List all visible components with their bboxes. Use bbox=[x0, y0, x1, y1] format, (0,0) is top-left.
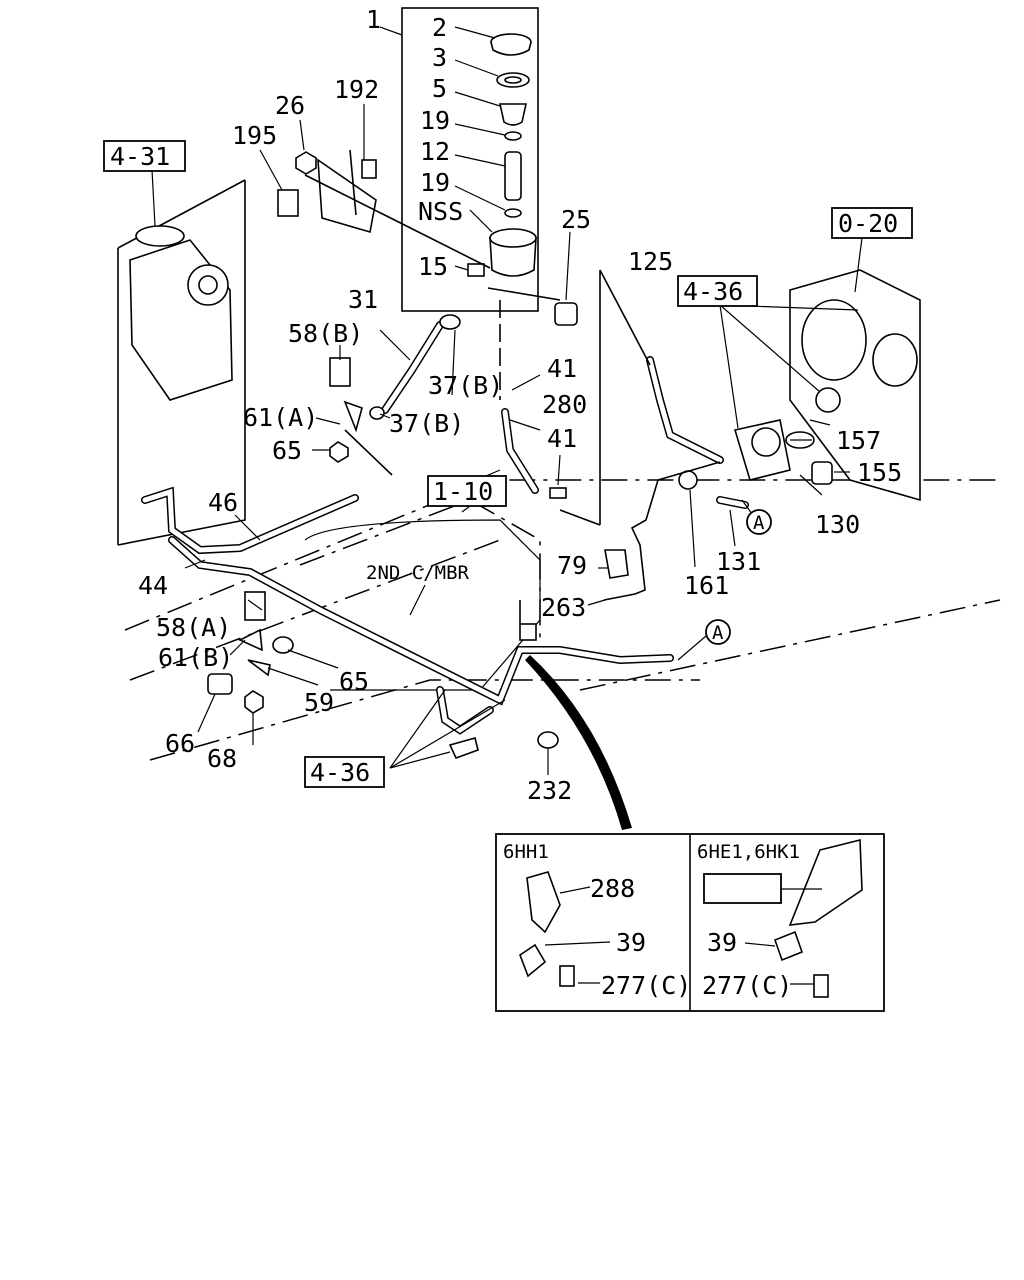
ref-1-10: 1-10 bbox=[433, 477, 493, 506]
label-15: 15 bbox=[418, 252, 448, 281]
inset-label-39-right: 39 bbox=[707, 928, 737, 957]
ref-4-31: 4-31 bbox=[110, 142, 170, 171]
label-59: 59 bbox=[304, 688, 334, 717]
label-44: 44 bbox=[138, 571, 168, 600]
label-37b-lower: 37(B) bbox=[389, 409, 464, 438]
label-130: 130 bbox=[815, 510, 860, 539]
callout-labels: 1 2 3 5 19 12 19 NSS 15 25 26 192 195 31… bbox=[138, 5, 902, 805]
detail-arrow bbox=[525, 655, 632, 830]
pipe-125 bbox=[559, 269, 724, 526]
hose-31 bbox=[369, 314, 461, 420]
label-65-lower: 65 bbox=[339, 667, 369, 696]
label-61b: 61(B) bbox=[158, 643, 233, 672]
inset-label-277c-right: 277(C) bbox=[702, 971, 792, 1000]
label-25: 25 bbox=[561, 205, 591, 234]
label-161: 161 bbox=[684, 571, 729, 600]
label-61a: 61(A) bbox=[243, 403, 318, 432]
label-125: 125 bbox=[628, 247, 673, 276]
label-79: 79 bbox=[557, 551, 587, 580]
label-66: 66 bbox=[165, 729, 195, 758]
hose-280 bbox=[501, 408, 567, 499]
label-195: 195 bbox=[232, 121, 277, 150]
inset-label-39-left: 39 bbox=[616, 928, 646, 957]
engine-plate bbox=[789, 237, 921, 502]
label-155: 155 bbox=[857, 458, 902, 487]
circle-markers: A A bbox=[705, 509, 772, 645]
label-232: 232 bbox=[527, 776, 572, 805]
bracket-group bbox=[259, 104, 491, 269]
marker-a-pipe: A bbox=[712, 622, 724, 644]
label-26: 26 bbox=[275, 91, 305, 120]
steering-gearbox bbox=[117, 169, 246, 546]
reference-boxes: 4-31 0-20 4-36 1-10 4-36 bbox=[103, 140, 913, 788]
bolt-25 bbox=[554, 231, 578, 326]
label-3: 3 bbox=[432, 43, 447, 72]
label-41-upper: 41 bbox=[547, 354, 577, 383]
label-1: 1 bbox=[366, 5, 381, 34]
reservoir-group bbox=[379, 7, 561, 400]
label-280: 280 bbox=[542, 390, 587, 419]
label-263: 263 bbox=[541, 593, 586, 622]
inset-label-277c-left: 277(C) bbox=[601, 971, 691, 1000]
inset-left-title: 6HH1 bbox=[503, 841, 549, 863]
label-nss: NSS bbox=[418, 197, 463, 226]
inset-panel: 6HH1 6HE1,6HK1 288 39 277(C) 39 277(C) bbox=[495, 833, 885, 1012]
ref-4-36-lower: 4-36 bbox=[310, 758, 370, 787]
label-157: 157 bbox=[836, 426, 881, 455]
label-2: 2 bbox=[432, 13, 447, 42]
label-41-lower: 41 bbox=[547, 424, 577, 453]
leader-lines bbox=[184, 329, 831, 775]
label-131: 131 bbox=[716, 547, 761, 576]
label-58a: 58(A) bbox=[156, 613, 231, 642]
label-2nd-cross-member: 2ND C/MBR bbox=[366, 562, 470, 584]
ref-0-20: 0-20 bbox=[838, 209, 898, 238]
label-5: 5 bbox=[432, 74, 447, 103]
label-12: 12 bbox=[420, 137, 450, 166]
label-37b-upper: 37(B) bbox=[428, 371, 503, 400]
label-65-upper: 65 bbox=[272, 436, 302, 465]
label-192: 192 bbox=[334, 75, 379, 104]
label-58b: 58(B) bbox=[288, 319, 363, 348]
label-31: 31 bbox=[348, 285, 378, 314]
inset-label-288: 288 bbox=[590, 874, 635, 903]
pump-group bbox=[678, 304, 859, 509]
label-68: 68 bbox=[207, 744, 237, 773]
ref-4-36-upper: 4-36 bbox=[683, 277, 743, 306]
inset-right-title: 6HE1,6HK1 bbox=[697, 841, 800, 863]
label-19-lower: 19 bbox=[420, 168, 450, 197]
label-19-upper: 19 bbox=[420, 106, 450, 135]
label-46: 46 bbox=[208, 488, 238, 517]
marker-a-pump: A bbox=[753, 512, 765, 534]
clamp-cluster bbox=[207, 357, 721, 760]
